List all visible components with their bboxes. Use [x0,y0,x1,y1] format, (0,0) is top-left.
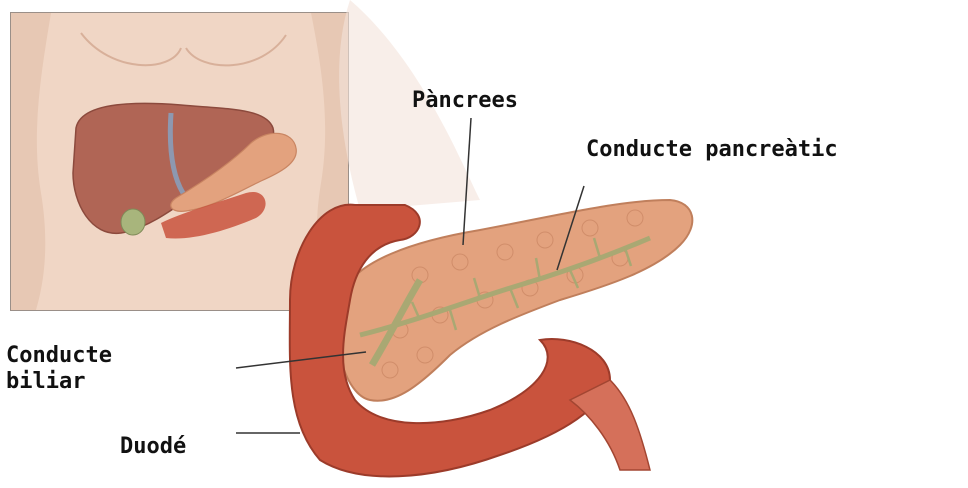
jejunum-start [570,380,650,470]
label-conducte-pancreatic: Conducte pancreàtic [586,137,838,163]
label-conducte-biliar-line2: biliar [6,369,112,395]
label-duode: Duodé [120,434,186,460]
label-conducte-biliar-line1: Conducte [6,343,112,369]
label-conducte-biliar: Conducte biliar [6,343,112,396]
label-pancrees: Pàncrees [412,88,518,114]
